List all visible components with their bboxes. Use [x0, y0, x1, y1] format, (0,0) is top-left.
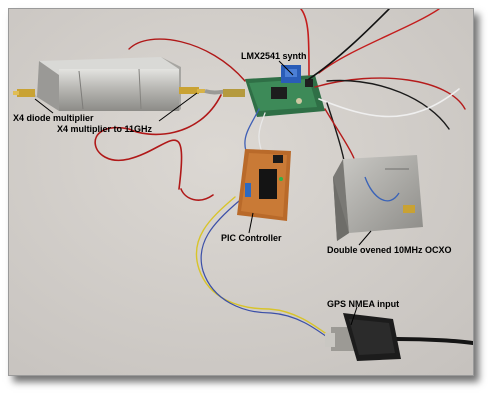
photo-scene	[9, 9, 473, 375]
left-sma-connector	[13, 89, 35, 97]
label-x4-diode-multiplier: X4 diode multiplier	[13, 113, 94, 123]
label-pic-controller: PIC Controller	[221, 233, 282, 243]
right-sma-connector	[179, 87, 205, 94]
synth-board	[245, 65, 325, 117]
photo-frame: X4 diode multiplier X4 multiplier to 11G…	[8, 8, 474, 376]
label-gps-nmea: GPS NMEA input	[327, 299, 400, 309]
label-pointers	[34, 60, 372, 326]
label-ocxo: Double ovened 10MHz OCXO	[327, 245, 452, 255]
coax-adapter	[223, 89, 245, 97]
ocxo-block	[333, 155, 423, 241]
pic-board	[237, 149, 291, 221]
gps-connector	[325, 313, 401, 361]
wiring	[94, 9, 473, 348]
multiplier-box	[31, 57, 181, 111]
label-lmx2541-synth: LMX2541 synth	[241, 51, 307, 61]
label-x4-multiplier: X4 multiplier to 11GHz	[57, 124, 153, 134]
